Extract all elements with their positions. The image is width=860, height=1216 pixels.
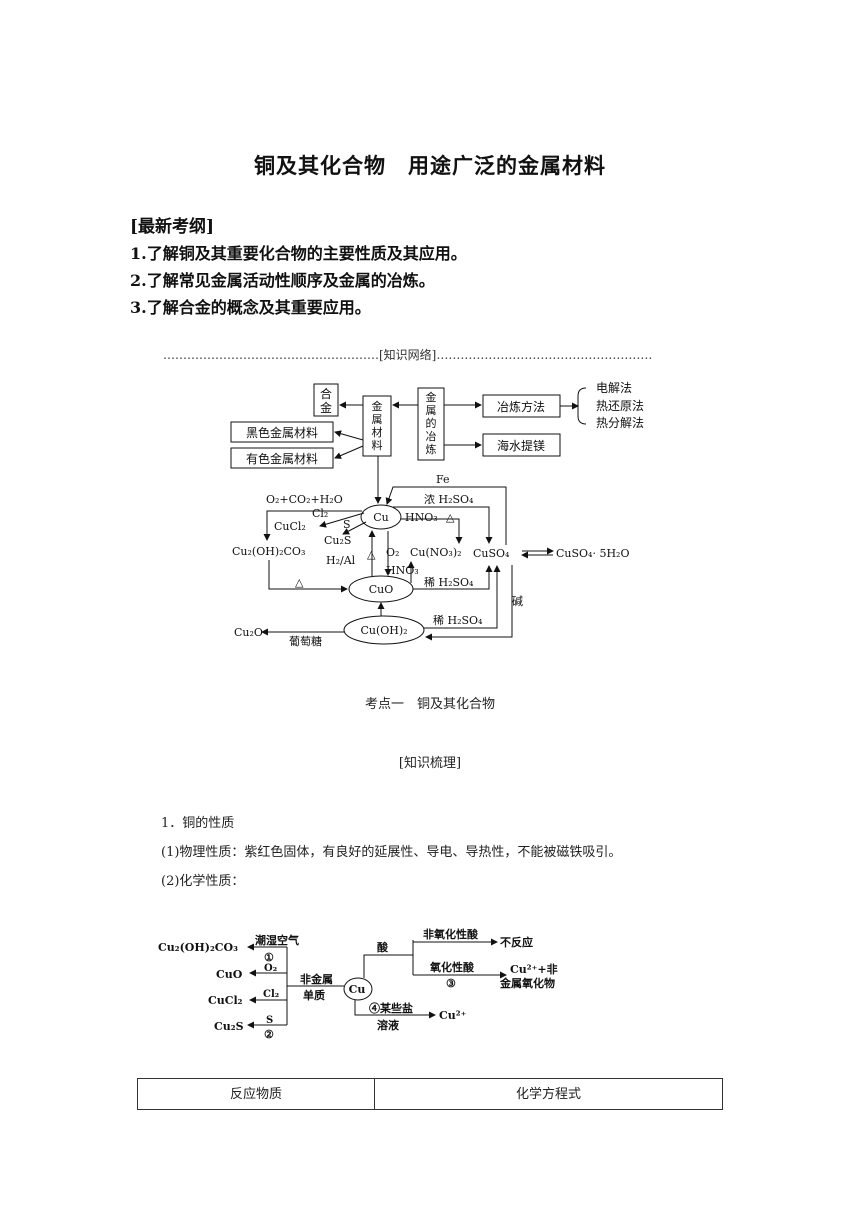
s-label: S <box>343 518 351 531</box>
heat-symbol-3: △ <box>295 576 304 589</box>
salt-product: Cu²⁺ <box>439 1009 467 1022</box>
smelting-char-3: 的 <box>426 416 437 430</box>
cu-center-label: Cu <box>349 983 366 996</box>
salt-label-2: 溶液 <box>377 1018 400 1032</box>
smelting-char-1: 金 <box>426 390 437 404</box>
metal-material-char-4: 料 <box>372 438 383 452</box>
dil-h2so4-label-2: 稀 H₂SO₄ <box>433 614 483 627</box>
smelting-char-4: 冶 <box>426 429 437 443</box>
product-cu2oh2co3: Cu₂(OH)₂CO₃ <box>158 941 238 954</box>
knowledge-network-diagram: 合 金 金 属 材 料 金 属 的 冶 炼 冶炼方法 海水提镁 黑色金属材料 有… <box>230 381 644 648</box>
seawater-mg-box <box>482 433 561 457</box>
method-thermal-decomposition: 热分解法 <box>596 416 644 430</box>
syllabus-item-3: 3.了解合金的概念及其重要应用。 <box>130 298 371 317</box>
cuno32-label: Cu(NO₃)₂ <box>410 546 462 559</box>
copper-chemistry-diagram: Cu Cu₂(OH)₂CO₃ CuO CuCl₂ Cu₂S 潮湿空气 ① O₂ … <box>158 927 558 1041</box>
nonmetal-label-1: 非金属 <box>300 972 333 986</box>
metal-material-char-2: 属 <box>372 413 383 426</box>
syllabus-item-2: 2.了解常见金属活动性顺序及金属的冶炼。 <box>130 271 435 290</box>
smelting-box <box>417 387 445 461</box>
cucl2-label: CuCl₂ <box>274 520 306 533</box>
topic-heading: 考点一 铜及其化合物 <box>364 697 495 712</box>
color-metal-box <box>230 447 334 469</box>
ox-product-2: 金属氧化物 <box>499 976 555 990</box>
o2-co2-h2o-label: O₂+CO₂+H₂O <box>266 493 343 506</box>
hno3-heat-label: HNO₃ <box>405 511 438 524</box>
copper-chemical-props: (2)化学性质： <box>161 874 245 889</box>
product-cu2s: Cu₂S <box>214 1020 244 1033</box>
cu-label: Cu <box>373 511 389 524</box>
metal-material-char-1: 金 <box>372 399 383 413</box>
smelting-char-2: 属 <box>426 404 437 417</box>
glucose-label: 葡萄糖 <box>289 634 322 648</box>
page-title: 铜及其化合物 用途广泛的金属材料 <box>254 153 606 178</box>
nonmetal-label-2: 单质 <box>303 988 325 1002</box>
copper-props-title: 1．铜的性质 <box>161 816 235 831</box>
seawater-mg-text: 海水提镁 <box>497 438 545 453</box>
base-label: 碱 <box>512 595 523 608</box>
ox-acid-mark: ③ <box>446 977 456 990</box>
product-cuo: CuO <box>216 968 243 981</box>
divider-dots-left: ……………………………………………… <box>163 348 379 362</box>
acid-label: 酸 <box>377 940 389 954</box>
smelting-char-5: 炼 <box>426 442 437 456</box>
table-header-row: 反应物质 化学方程式 <box>137 1078 723 1110</box>
col-equation: 化学方程式 <box>374 1078 723 1110</box>
o2-label: O₂ <box>386 546 399 559</box>
review-heading: [知识梳理] <box>398 756 462 771</box>
cu2oh2co3-label: Cu₂(OH)₂CO₃ <box>232 545 305 558</box>
heat-symbol-2: △ <box>367 548 376 561</box>
h2-al-label: H₂/Al <box>326 554 356 567</box>
dil-h2so4-label-1: 稀 H₂SO₄ <box>424 576 474 589</box>
cond-mark-1: ① <box>264 951 274 964</box>
color-metal-text: 有色金属材料 <box>246 451 318 466</box>
conc-h2so4-label: 浓 H₂SO₄ <box>424 493 474 506</box>
no-reaction-label: 不反应 <box>500 935 533 949</box>
syllabus-heading: [最新考纲] <box>130 217 215 237</box>
cuso4-5h2o-label: CuSO₄· 5H₂O <box>556 547 629 560</box>
network-label: [知识网络] <box>379 348 437 362</box>
cond-mark-2: ② <box>264 1028 274 1041</box>
metal-material-box <box>362 395 392 457</box>
cu2o-label: Cu₂O <box>234 626 263 639</box>
cuso4-label: CuSO₄ <box>473 547 510 560</box>
divider-dots-right: ……………………………………………… <box>436 348 653 362</box>
alloy-char-1: 合 <box>320 386 332 401</box>
cuoh2-node <box>343 615 425 645</box>
non-ox-acid-label: 非氧化性酸 <box>423 927 479 941</box>
metal-material-char-3: 材 <box>372 425 383 439</box>
method-thermal-reduction: 热还原法 <box>596 399 644 413</box>
syllabus-item-1: 1.了解铜及其重要化合物的主要性质及其应用。 <box>130 244 467 263</box>
smelt-method-text: 冶炼方法 <box>497 399 545 414</box>
cuo-label: CuO <box>369 583 394 596</box>
ox-product-1: Cu²⁺+非 <box>510 962 558 976</box>
salt-label-1: ④某些盐 <box>369 1001 413 1015</box>
reaction-table: 反应物质 化学方程式 <box>137 1078 723 1110</box>
ox-acid-label: 氧化性酸 <box>429 960 475 974</box>
alloy-box <box>313 383 339 417</box>
cond-s: S <box>266 1015 273 1026</box>
hno3-label: HNO₃ <box>386 564 419 577</box>
fe-label: Fe <box>436 473 450 486</box>
cl2-label: Cl₂ <box>312 507 328 520</box>
cu-center-node <box>343 977 373 1001</box>
network-divider: ………………………………………………[知识网络]…………………………………………… <box>163 346 652 363</box>
cond-cl2: Cl₂ <box>263 989 279 1000</box>
heat-symbol-1: △ <box>446 511 455 524</box>
black-metal-text: 黑色金属材料 <box>246 425 318 440</box>
product-cucl2: CuCl₂ <box>208 994 243 1007</box>
alloy-char-2: 金 <box>320 400 332 415</box>
cu2s-label: Cu₂S <box>324 534 351 547</box>
cuoh2-label: Cu(OH)₂ <box>360 624 407 637</box>
cu-node <box>360 504 402 530</box>
cond-o2: O₂ <box>264 963 277 974</box>
method-electrolysis: 电解法 <box>596 381 632 395</box>
cond-humid-air: 潮湿空气 <box>255 933 299 947</box>
black-metal-box <box>230 421 334 443</box>
copper-physical-props: (1)物理性质：紫红色固体，有良好的延展性、导电、导热性，不能被磁铁吸引。 <box>161 845 622 860</box>
col-reactant: 反应物质 <box>137 1078 375 1110</box>
